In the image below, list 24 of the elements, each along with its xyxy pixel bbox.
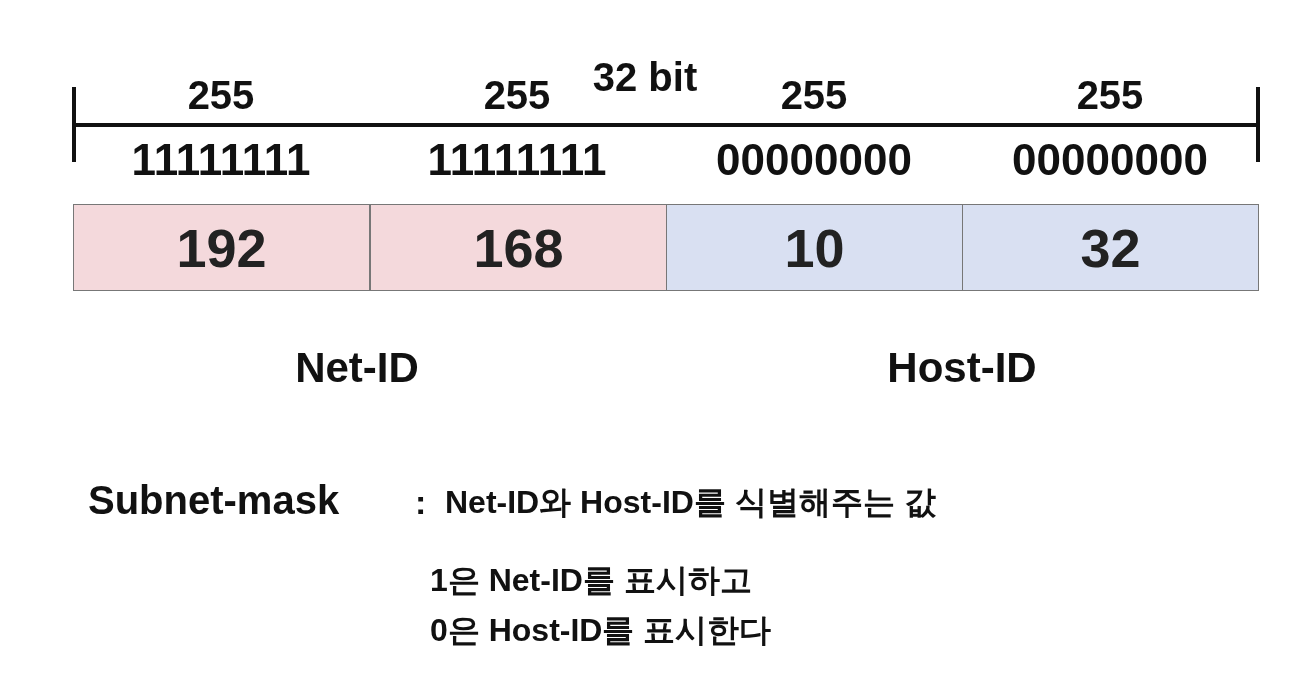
term-label: Subnet-mask (88, 480, 340, 520)
definition-text: Net-ID와 Host-ID를 식별해주는 값 (445, 486, 936, 518)
octet-box (666, 204, 963, 291)
octet-value: 168 (473, 216, 564, 279)
note-text: 1은 Net-ID를 표시하고 (430, 564, 752, 596)
octet-box (370, 204, 667, 291)
decimal-value: 255 (483, 75, 551, 115)
octet-value: 192 (176, 216, 267, 279)
note-text: 0은 Host-ID를 표시한다 (430, 614, 772, 646)
binary-value: 11111111 (131, 138, 311, 182)
binary-value: 00000000 (1012, 138, 1208, 182)
binary-value: 11111111 (427, 138, 607, 182)
octet-box (962, 204, 1259, 291)
decimal-value: 255 (1076, 75, 1144, 115)
section-label: Net-ID (295, 347, 419, 389)
decimal-value: 255 (780, 75, 848, 115)
octet-value: 10 (784, 216, 845, 279)
octet-value: 32 (1080, 216, 1141, 279)
octet-box (73, 204, 370, 291)
binary-value: 00000000 (716, 138, 912, 182)
bit-width-label: 32 bit (592, 57, 698, 97)
colon: : (415, 485, 427, 519)
decimal-value: 255 (187, 75, 255, 115)
section-label: Host-ID (887, 347, 1037, 389)
